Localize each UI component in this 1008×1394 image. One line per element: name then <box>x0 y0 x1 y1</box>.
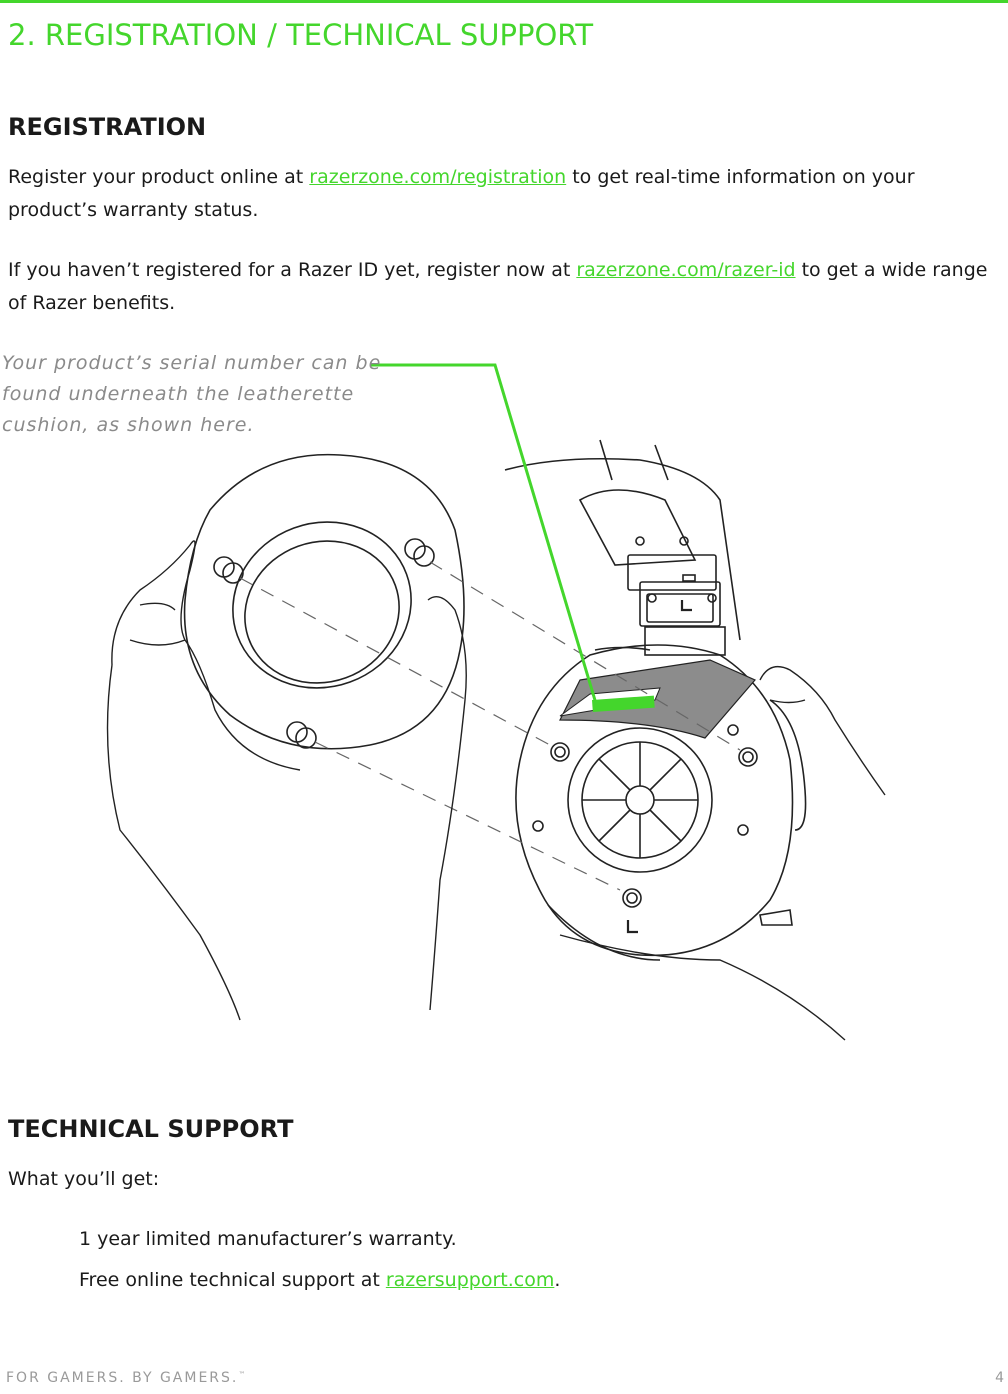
p2-text-before: If you haven’t registered for a Razer ID… <box>8 259 577 281</box>
page-title: 2. REGISTRATION / TECHNICAL SUPPORT <box>8 18 594 52</box>
grille-icon <box>532 724 758 934</box>
page-number: 4 <box>995 1370 1004 1386</box>
razer-id-link[interactable]: razerzone.com/razer-id <box>576 259 796 281</box>
ear-cushion-illustration <box>183 453 465 750</box>
registration-paragraph-2: If you haven’t registered for a Razer ID… <box>8 254 998 320</box>
serial-caption: Your product’s serial number can be foun… <box>2 352 382 436</box>
top-rule <box>0 0 1008 3</box>
support-link[interactable]: razersupport.com <box>385 1269 555 1291</box>
p2-text-after: to get a wide range of Razer benefits. <box>8 259 988 314</box>
registration-paragraph-1: Register your product online at razerzon… <box>8 161 998 227</box>
serial-panel-icon <box>559 659 756 739</box>
right-hand-icon <box>559 666 886 1041</box>
support-item: Free online technical support at razersu… <box>79 1269 560 1291</box>
hand-illustration <box>106 540 467 1021</box>
alignment-lines <box>239 561 741 891</box>
warranty-item: 1 year limited manufacturer’s warranty. <box>79 1228 457 1250</box>
support-intro: What you’ll get: <box>8 1168 160 1190</box>
p1-text-after: to get real-time information on your pro… <box>8 166 915 221</box>
slogan-text: FOR GAMERS. BY GAMERS. <box>6 1370 239 1386</box>
support-heading: TECHNICAL SUPPORT <box>8 1115 294 1143</box>
serial-highlight-icon <box>592 695 655 712</box>
registration-link[interactable]: razerzone.com/registration <box>309 166 567 188</box>
headband-icon <box>504 439 741 656</box>
leader-line <box>370 363 599 708</box>
support-text-after: . <box>554 1269 561 1291</box>
support-text-before: Free online technical support at <box>79 1269 386 1291</box>
headset-illustration <box>106 363 886 1041</box>
p1-text-before: Register your product online at <box>8 166 310 188</box>
footer-slogan: FOR GAMERS. BY GAMERS.™ <box>6 1370 245 1386</box>
trademark-mark: ™ <box>238 1370 246 1379</box>
registration-heading: REGISTRATION <box>8 113 207 141</box>
